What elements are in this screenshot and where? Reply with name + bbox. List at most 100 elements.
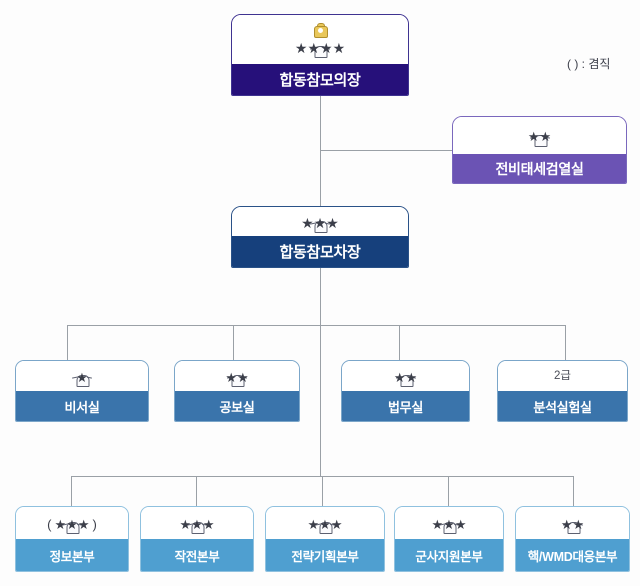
service-emblem-icon (187, 519, 207, 535)
node-hq-4[interactable]: ★★ 핵/WMD대응본부 (515, 506, 630, 572)
service-emblem-icon (439, 519, 459, 535)
service-emblem-icon (310, 218, 330, 233)
connector-office-drop-1 (233, 325, 234, 360)
star-icon: ★ (405, 369, 418, 385)
hq-4-title: 핵/WMD대응본부 (516, 539, 629, 571)
service-emblem-icon (62, 519, 82, 535)
office-0-rank-insignia: ★ (16, 361, 148, 391)
star-group-2: ★★ (560, 514, 585, 535)
node-chairman[interactable]: ★ ★ ★ ★ 합동참모의장 (231, 14, 409, 96)
node-office-3[interactable]: 2급 분석실험실 (497, 360, 628, 422)
star-icon: ★ (202, 516, 215, 532)
hq-1-rank-insignia: ★★★ (141, 507, 253, 539)
node-hq-3[interactable]: ★★★ 군사지원본부 (394, 506, 504, 572)
connector-hq-drop-1 (196, 476, 197, 506)
star-group-3: ★★★ (307, 514, 343, 535)
hq-0-title: 정보본부 (16, 539, 128, 571)
star-icon: ★ (77, 516, 90, 532)
star-icon: ★ (66, 516, 78, 532)
star-icon: ★ (320, 39, 333, 56)
node-hq-2[interactable]: ★★★ 전략기획본부 (265, 506, 385, 572)
star-group-1: ★ (72, 367, 92, 388)
star-group-3: (★★★) (44, 514, 100, 535)
star-icon: ★ (313, 214, 327, 231)
office-1-rank-insignia: ★★ (175, 361, 299, 391)
hq-0-rank-insignia: (★★★) (16, 507, 128, 539)
star-icon: ★ (307, 516, 320, 532)
node-office-0[interactable]: ★ 비서실 (15, 360, 149, 422)
connector-office-drop-3 (565, 325, 566, 360)
star-icon: ★ (560, 516, 573, 532)
vice-chairman-rank-insignia: ★ ★ ★ (232, 207, 408, 236)
hq-2-title: 전략기획본부 (266, 539, 384, 571)
star-icon: ★ (319, 516, 331, 532)
chairman-title: 합동참모의장 (232, 64, 408, 95)
star-icon: ★ (191, 516, 203, 532)
star-icon: ★ (225, 369, 237, 385)
office-3-rank-insignia: 2급 (498, 361, 627, 391)
connector-hq-drop-0 (71, 476, 72, 506)
star-icon: ★ (431, 516, 444, 532)
service-emblem-icon (395, 372, 416, 388)
service-emblem-icon (227, 372, 247, 388)
star-icon: ★ (330, 516, 343, 532)
connector-hq-drop-2 (322, 476, 323, 506)
node-office-2[interactable]: ★★ 법무실 (341, 360, 470, 422)
office-2-rank-insignia: ★★ (342, 361, 469, 391)
chairman-rank-insignia: ★ ★ ★ ★ (232, 15, 408, 64)
vice-chairman-title: 합동참모차장 (232, 236, 408, 267)
connector-chairman-down (320, 96, 321, 210)
star-group-4: ★ ★ ★ ★ (295, 38, 345, 58)
office-2-title: 법무실 (342, 391, 469, 421)
service-emblem-icon (529, 132, 550, 147)
node-office-1[interactable]: ★★ 공보실 (174, 360, 300, 422)
star-group-3: ★★★ (431, 514, 467, 535)
star-group-2: ★ ★ (528, 127, 551, 147)
office-0-title: 비서실 (16, 391, 148, 421)
star-icon: ★ (393, 369, 406, 385)
hq-3-rank-insignia: ★★★ (395, 507, 503, 539)
node-vice-chairman[interactable]: ★ ★ ★ 합동참모차장 (231, 206, 409, 268)
star-group-3: ★ ★ ★ (301, 213, 339, 233)
hq-4-rank-insignia: ★★ (516, 507, 629, 539)
star-group-2: ★★ (393, 367, 418, 388)
office-3-title: 분석실험실 (498, 391, 627, 421)
star-icon: ★ (307, 39, 320, 56)
connector-office-drop-0 (67, 325, 68, 360)
star-icon: ★ (294, 39, 308, 56)
star-icon: ★ (539, 129, 552, 144)
node-hq-1[interactable]: ★★★ 작전본부 (140, 506, 254, 572)
star-icon: ★ (332, 39, 346, 56)
connector-inspection-branch (320, 150, 453, 151)
inspection-office-title: 전비태세검열실 (453, 154, 626, 183)
connector-offices-bus (67, 325, 566, 326)
office-1-title: 공보실 (175, 391, 299, 421)
connector-vice-down (320, 268, 321, 476)
star-icon: ★ (527, 129, 540, 144)
hq-1-title: 작전본부 (141, 539, 253, 571)
node-inspection-office[interactable]: ★ ★ 전비태세검열실 (452, 116, 627, 184)
paren-open: ( (47, 516, 52, 532)
star-icon: ★ (326, 214, 339, 231)
star-icon: ★ (454, 516, 467, 532)
service-emblem-icon (72, 372, 92, 388)
service-emblem-icon (310, 43, 330, 58)
star-group-2: ★★ (225, 367, 249, 388)
star-icon: ★ (301, 214, 314, 231)
star-icon: ★ (237, 369, 249, 385)
inspection-rank-insignia: ★ ★ (453, 117, 626, 154)
node-hq-0[interactable]: (★★★) 정보본부 (15, 506, 129, 572)
service-emblem-icon (315, 519, 335, 535)
paren-close: ) (92, 516, 97, 532)
star-icon: ★ (54, 516, 67, 532)
connector-office-drop-2 (399, 325, 400, 360)
legend-dual-appointment: ( ) : 겸직 (567, 57, 611, 71)
service-emblem-icon (562, 519, 583, 535)
star-icon: ★ (76, 369, 88, 385)
grade-text: 2급 (554, 370, 571, 383)
hq-3-title: 군사지원본부 (395, 539, 503, 571)
star-group-3: ★★★ (180, 514, 215, 535)
connector-hq-drop-3 (448, 476, 449, 506)
star-icon: ★ (572, 516, 585, 532)
